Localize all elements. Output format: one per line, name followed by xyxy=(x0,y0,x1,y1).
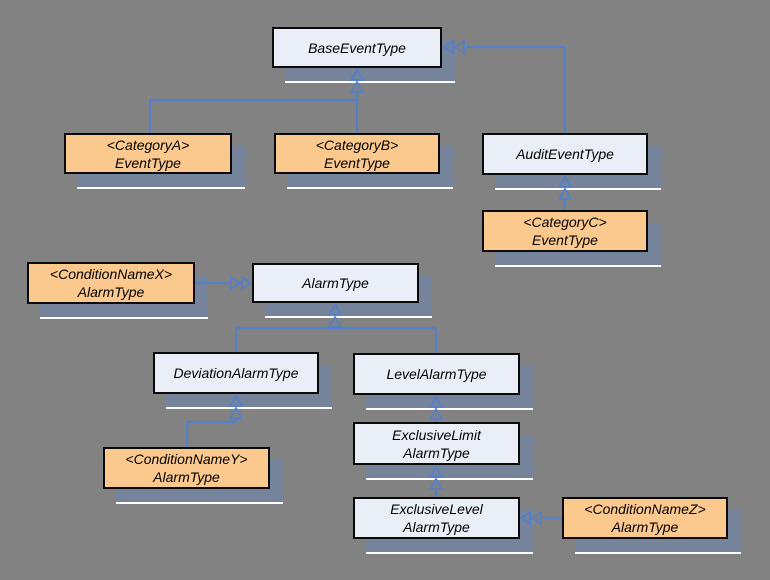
node-face: <CategoryA> EventType xyxy=(64,133,232,174)
node-label-line: <CategoryC> xyxy=(523,214,607,230)
node-deviation-alarm-type: DeviationAlarmType xyxy=(153,352,332,409)
subtype-arrowhead-deviation-bottom-2 xyxy=(228,406,244,419)
node-face: <ConditionNameZ> AlarmType xyxy=(562,497,728,539)
node-condition-name-z-alarm-type: <ConditionNameZ> AlarmType xyxy=(562,497,741,554)
subtype-arrowhead-alarm-left-2 xyxy=(230,275,242,291)
node-label-line: ExclusiveLimit xyxy=(392,426,481,443)
node-condition-name-y-alarm-type: <ConditionNameY> AlarmType xyxy=(103,447,283,504)
subtype-arrowhead-audit-bottom-2 xyxy=(557,187,573,200)
node-face: ExclusiveLevel AlarmType xyxy=(353,497,520,539)
node-face: <ConditionNameX> AlarmType xyxy=(27,262,195,304)
node-label-line: AlarmType xyxy=(77,284,145,300)
connector-audit-to-base xyxy=(466,45,567,133)
node-label-line: EventType xyxy=(115,154,181,171)
node-label-line: AlarmType xyxy=(403,444,470,461)
node-face: <CategoryC> EventType xyxy=(482,210,648,252)
node-face: LevelAlarmType xyxy=(353,353,520,395)
node-label-line: EventType xyxy=(324,154,390,171)
node-label-line: ExclusiveLevel xyxy=(390,501,483,517)
node-label-line: AuditEventType xyxy=(516,146,614,162)
subtype-arrowhead-level-bottom-2 xyxy=(428,407,444,420)
node-face: <ConditionNameY> AlarmType xyxy=(103,447,270,489)
subtype-arrowhead-alarm-bottom-2 xyxy=(327,315,343,328)
node-exclusive-limit-alarm-type: ExclusiveLimit AlarmType xyxy=(353,422,533,480)
subtype-arrowhead-base-right-2 xyxy=(453,39,465,55)
node-face: ExclusiveLimit AlarmType xyxy=(353,422,520,465)
node-label-line: DeviationAlarmType xyxy=(173,365,299,381)
connector-conditionY-to-deviation xyxy=(185,418,238,447)
node-label-line: BaseEventType xyxy=(308,39,406,56)
subtype-arrowhead-exclusiveLimit-bottom-2 xyxy=(428,477,444,490)
node-face: BaseEventType xyxy=(272,27,442,68)
node-label-line: AlarmType xyxy=(611,519,679,535)
node-level-alarm-type: LevelAlarmType xyxy=(353,353,533,410)
node-category-b-event-type: <CategoryB> EventType xyxy=(274,133,453,189)
node-label-line: <ConditionNameY> xyxy=(125,451,248,467)
node-category-a-event-type: <CategoryA> EventType xyxy=(64,133,245,189)
node-label-line: EventType xyxy=(532,232,598,248)
node-face: AlarmType xyxy=(252,263,419,303)
node-label-line: AlarmType xyxy=(403,519,470,535)
subtype-arrowhead-base-bottom-2 xyxy=(349,80,365,93)
node-exclusive-level-alarm-type: ExclusiveLevel AlarmType xyxy=(353,497,533,554)
node-base-event-type: BaseEventType xyxy=(272,27,455,83)
node-category-c-event-type: <CategoryC> EventType xyxy=(482,210,661,267)
node-label-line: <CategoryA> xyxy=(106,136,190,153)
node-face: DeviationAlarmType xyxy=(153,352,319,394)
node-label-line: <ConditionNameZ> xyxy=(584,501,706,517)
node-condition-name-x-alarm-type: <ConditionNameX> AlarmType xyxy=(27,262,208,319)
node-label-line: AlarmType xyxy=(302,275,369,291)
node-label-line: AlarmType xyxy=(153,469,220,485)
subtype-arrowhead-alarm-left-1 xyxy=(241,275,253,291)
node-alarm-type: AlarmType xyxy=(252,263,432,318)
node-label-line: <ConditionNameX> xyxy=(49,266,173,282)
node-face: AuditEventType xyxy=(482,133,648,175)
node-label-line: LevelAlarmType xyxy=(386,366,487,382)
node-audit-event-type: AuditEventType xyxy=(482,133,661,190)
subtype-arrowhead-exclusiveLevel-right-2 xyxy=(530,510,542,526)
node-face: <CategoryB> EventType xyxy=(274,133,440,174)
node-label-line: <CategoryB> xyxy=(315,136,399,153)
